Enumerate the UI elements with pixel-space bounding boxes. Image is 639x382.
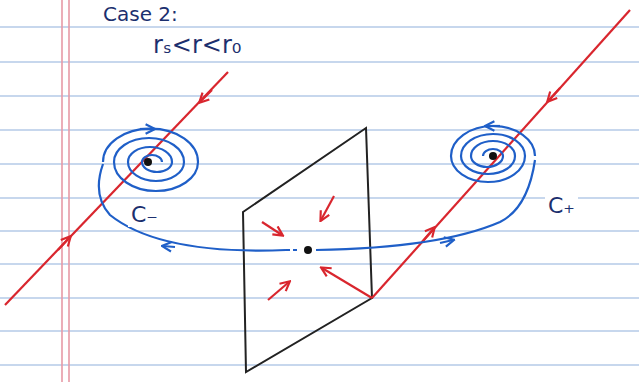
ruled-line: [0, 297, 639, 298]
ruled-line: [0, 364, 639, 365]
blue-arrow: [140, 128, 154, 130]
red-arrow: [322, 268, 372, 298]
case-heading: Case 2:: [100, 3, 181, 26]
ruled-line: [0, 26, 639, 27]
blue-arrow: [163, 246, 175, 247]
ruled-line: [0, 95, 639, 96]
red-arrow: [548, 88, 560, 101]
margin-line: [68, 0, 70, 382]
ruled-line: [0, 61, 639, 62]
red-arrow: [262, 222, 282, 235]
red-arrow: [321, 196, 334, 220]
equilibrium-point: [304, 246, 312, 254]
parameter-range: rₛ<r<r₀: [150, 32, 244, 60]
red-line: [372, 10, 630, 298]
equilibrium-label: C₊: [545, 193, 578, 218]
blue-arrow: [486, 125, 500, 127]
equilibrium-point: [144, 158, 152, 166]
ruled-line: [0, 197, 639, 198]
margin-line: [61, 0, 63, 382]
equilibrium-label: C₋: [128, 202, 161, 227]
spiral-c-plus: [451, 126, 535, 182]
blue-manifolds: [99, 126, 535, 251]
equilibrium-point: [489, 152, 497, 160]
spiral-c-minus: [103, 129, 198, 191]
ruled-line: [0, 129, 639, 130]
margin-lines: [62, 0, 69, 382]
red-arrow: [268, 282, 289, 300]
blue-curve: [316, 160, 535, 250]
blue-dashed: [286, 249, 300, 251]
ruled-line: [0, 230, 639, 231]
ruled-line: [0, 163, 639, 164]
ruled-line: [0, 263, 639, 264]
red-manifolds: [5, 10, 630, 305]
ruled-lines: [0, 27, 639, 365]
red-arrow: [200, 90, 212, 102]
ruled-line: [0, 330, 639, 331]
red-line: [5, 72, 228, 305]
red-arrow: [58, 237, 70, 250]
blue-arrow: [440, 240, 453, 243]
